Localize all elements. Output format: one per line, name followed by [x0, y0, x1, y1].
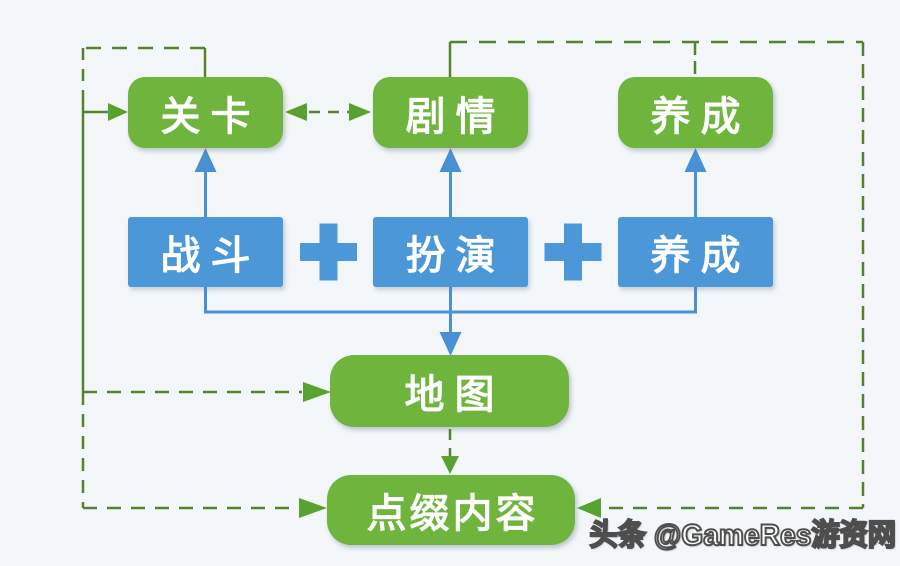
node-combat: 战斗 — [128, 217, 283, 287]
node-story-label: 剧情 — [405, 94, 506, 139]
arrowhead-right-icon — [349, 103, 371, 121]
roleplay-to-story-arrowhead-icon — [439, 148, 462, 172]
node-decoration-label: 点缀内容 — [366, 492, 539, 536]
arrowhead-left-icon — [285, 103, 307, 121]
node-story: 剧情 — [373, 77, 528, 148]
node-combat-label: 战斗 — [160, 234, 261, 278]
node-growth2: 养成 — [618, 217, 773, 287]
blue-bus-to-map — [204, 287, 697, 356]
blue-up-arrows — [194, 148, 707, 217]
plus-icon — [544, 223, 602, 281]
node-map: 地图 — [330, 355, 569, 427]
growth-to-growth-arrowhead-icon — [684, 148, 707, 172]
plus-icon — [300, 223, 357, 281]
right-feedback-loop — [448, 40, 865, 518]
node-map-label: 地图 — [404, 373, 505, 417]
bus-to-map-arrowhead-icon — [439, 332, 462, 356]
node-roleplay-label: 扮演 — [405, 234, 506, 278]
arrowhead-into-level-icon — [108, 103, 128, 121]
level-story-bidirectional-arrow — [285, 103, 371, 121]
left-feedback-loop — [81, 46, 331, 518]
arrowhead-into-map-icon — [303, 382, 331, 402]
node-level: 关卡 — [128, 77, 283, 148]
node-decoration: 点缀内容 — [327, 475, 575, 545]
arrowhead-into-decoration-right-icon — [577, 498, 601, 518]
node-growth2-label: 养成 — [650, 234, 751, 278]
node-growth-label: 养成 — [650, 94, 751, 139]
combat-to-level-arrowhead-icon — [194, 148, 217, 172]
node-growth: 养成 — [618, 77, 773, 148]
arrowhead-down-icon — [441, 456, 459, 474]
node-level-label: 关卡 — [160, 94, 261, 139]
map-to-decoration-arrow — [441, 429, 459, 474]
node-roleplay: 扮演 — [373, 217, 528, 287]
watermark-text: 头条 @GameRes游资网 — [589, 518, 897, 553]
arrowhead-into-decoration-left-icon — [299, 498, 327, 518]
